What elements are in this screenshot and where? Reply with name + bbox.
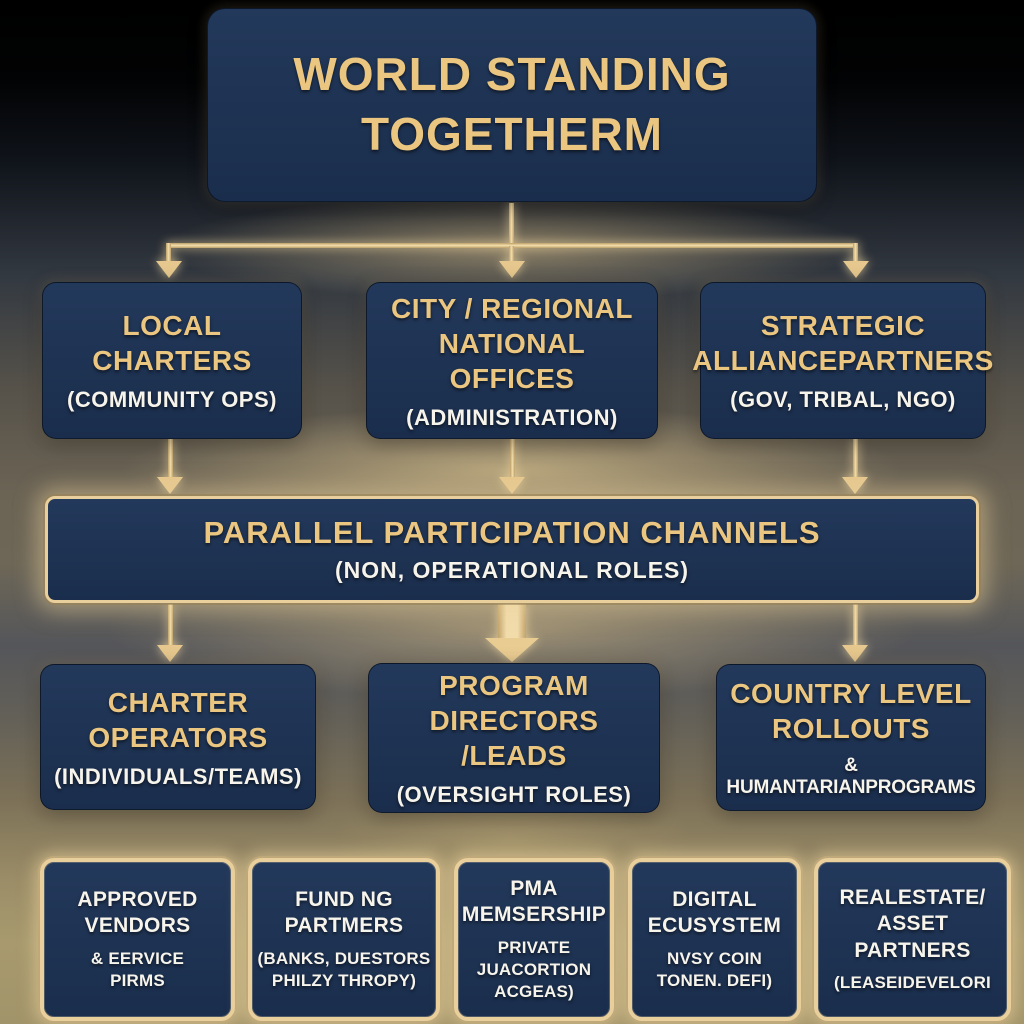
arrow-down-icon [499, 261, 525, 278]
arrow-down-big-icon [485, 638, 539, 662]
org-box-title: COUNTRY LEVEL ROLLOUTS [730, 678, 972, 744]
org-box-local-charters: LOCAL CHARTERS (COMMUNITY OPS) [42, 282, 302, 439]
arrow-down-icon [157, 645, 183, 662]
org-box-title: FUND NG PARTMERS [284, 888, 404, 938]
arrow-down-icon [842, 645, 868, 662]
connector-drop-line [853, 604, 858, 646]
org-box-title: CITY / REGIONAL NATIONAL OFFICES [391, 292, 633, 394]
org-box-subtitle: PRIVATE JUACORTION ACGEAS) [476, 937, 592, 1001]
org-box-subtitle: (GOV, TRIBAL, NGO) [730, 387, 956, 412]
arrow-down-icon [157, 477, 183, 494]
org-box-title: STRATEGIC ALLIANCEPARTNERS [692, 310, 994, 376]
org-box-title: PMA MEMSERSHIP [461, 877, 607, 927]
connector-drop-line [853, 243, 858, 265]
org-box-title: PROGRAM DIRECTORS /LEADS [429, 670, 599, 771]
org-box-country-level-rollouts: COUNTRY LEVEL ROLLOUTS & HUMANTARIANPROG… [716, 664, 986, 811]
org-box-world-standing-together: WORLD STANDING TOGETHERM [207, 8, 817, 202]
connector-drop-line [168, 438, 173, 478]
org-box-subtitle: (INDIVIDUALS/TEAMS) [54, 763, 302, 789]
org-box-subtitle: (LEASEIDEVELORI [834, 972, 991, 992]
connector-drop-line [168, 604, 173, 646]
org-box-title: LOCAL CHARTERS [92, 310, 252, 376]
arrow-down-icon [499, 477, 525, 494]
org-box-title: REALESTATE/ ASSET PARTNERS [839, 886, 986, 962]
org-box-subtitle: & HUMANTARIANPROGRAMS [726, 755, 976, 798]
org-box-subtitle: (ADMINISTRATION) [406, 404, 618, 430]
org-box-title: PARALLEL PARTICIPATION CHANNELS [203, 515, 821, 550]
org-box-real-estate-asset-partners: REALESTATE/ ASSET PARTNERS (LEASEIDEVELO… [814, 858, 1011, 1021]
connector-horizontal-line [166, 243, 858, 248]
org-box-funding-partners: FUND NG PARTMERS (BANKS, DUESTORS PHILZY… [248, 858, 440, 1021]
connector-drop-line [166, 243, 171, 265]
org-box-subtitle: (BANKS, DUESTORS PHILZY THROPY) [257, 948, 431, 990]
connector-drop-line [510, 438, 515, 478]
org-box-pma-membership: PMA MEMSERSHIP PRIVATE JUACORTION ACGEAS… [454, 858, 614, 1021]
connector-drop-line [853, 438, 858, 478]
org-box-title: APPROVED VENDORS [77, 888, 198, 938]
org-box-city-regional-national-offices: CITY / REGIONAL NATIONAL OFFICES (ADMINI… [366, 282, 658, 439]
org-box-subtitle: NVSY COIN TONEN. DEFI) [656, 948, 773, 990]
org-box-parallel-participation-channels: PARALLEL PARTICIPATION CHANNELS (NON, OP… [45, 496, 979, 603]
arrow-down-icon [156, 261, 182, 278]
org-box-title: DIGITAL ECUSYSTEM [647, 888, 782, 938]
connector-drop-line [509, 246, 514, 264]
org-box-title: WORLD STANDING TOGETHERM [293, 48, 731, 160]
connector-stem-line [509, 203, 514, 246]
org-box-strategic-alliance-partners: STRATEGIC ALLIANCEPARTNERS (GOV, TRIBAL,… [692, 282, 993, 439]
org-box-program-directors-leads: PROGRAM DIRECTORS /LEADS (OVERSIGHT ROLE… [368, 663, 660, 813]
org-box-subtitle: (NON, OPERATIONAL ROLES) [334, 557, 690, 583]
org-box-subtitle: (COMMUNITY OPS) [67, 387, 277, 412]
org-box-digital-ecosystem: DIGITAL ECUSYSTEM NVSY COIN TONEN. DEFI) [628, 858, 801, 1021]
arrow-down-icon [842, 477, 868, 494]
arrow-down-icon [843, 261, 869, 278]
org-box-subtitle: & EERVICE PIRMS [90, 948, 185, 990]
connector-thick-drop-line [498, 604, 526, 640]
org-box-approved-vendors: APPROVED VENDORS & EERVICE PIRMS [40, 858, 235, 1021]
org-box-title: CHARTER OPERATORS [88, 686, 268, 753]
org-box-charter-operators: CHARTER OPERATORS (INDIVIDUALS/TEAMS) [40, 664, 316, 810]
org-box-subtitle: (OVERSIGHT ROLES) [396, 782, 632, 807]
